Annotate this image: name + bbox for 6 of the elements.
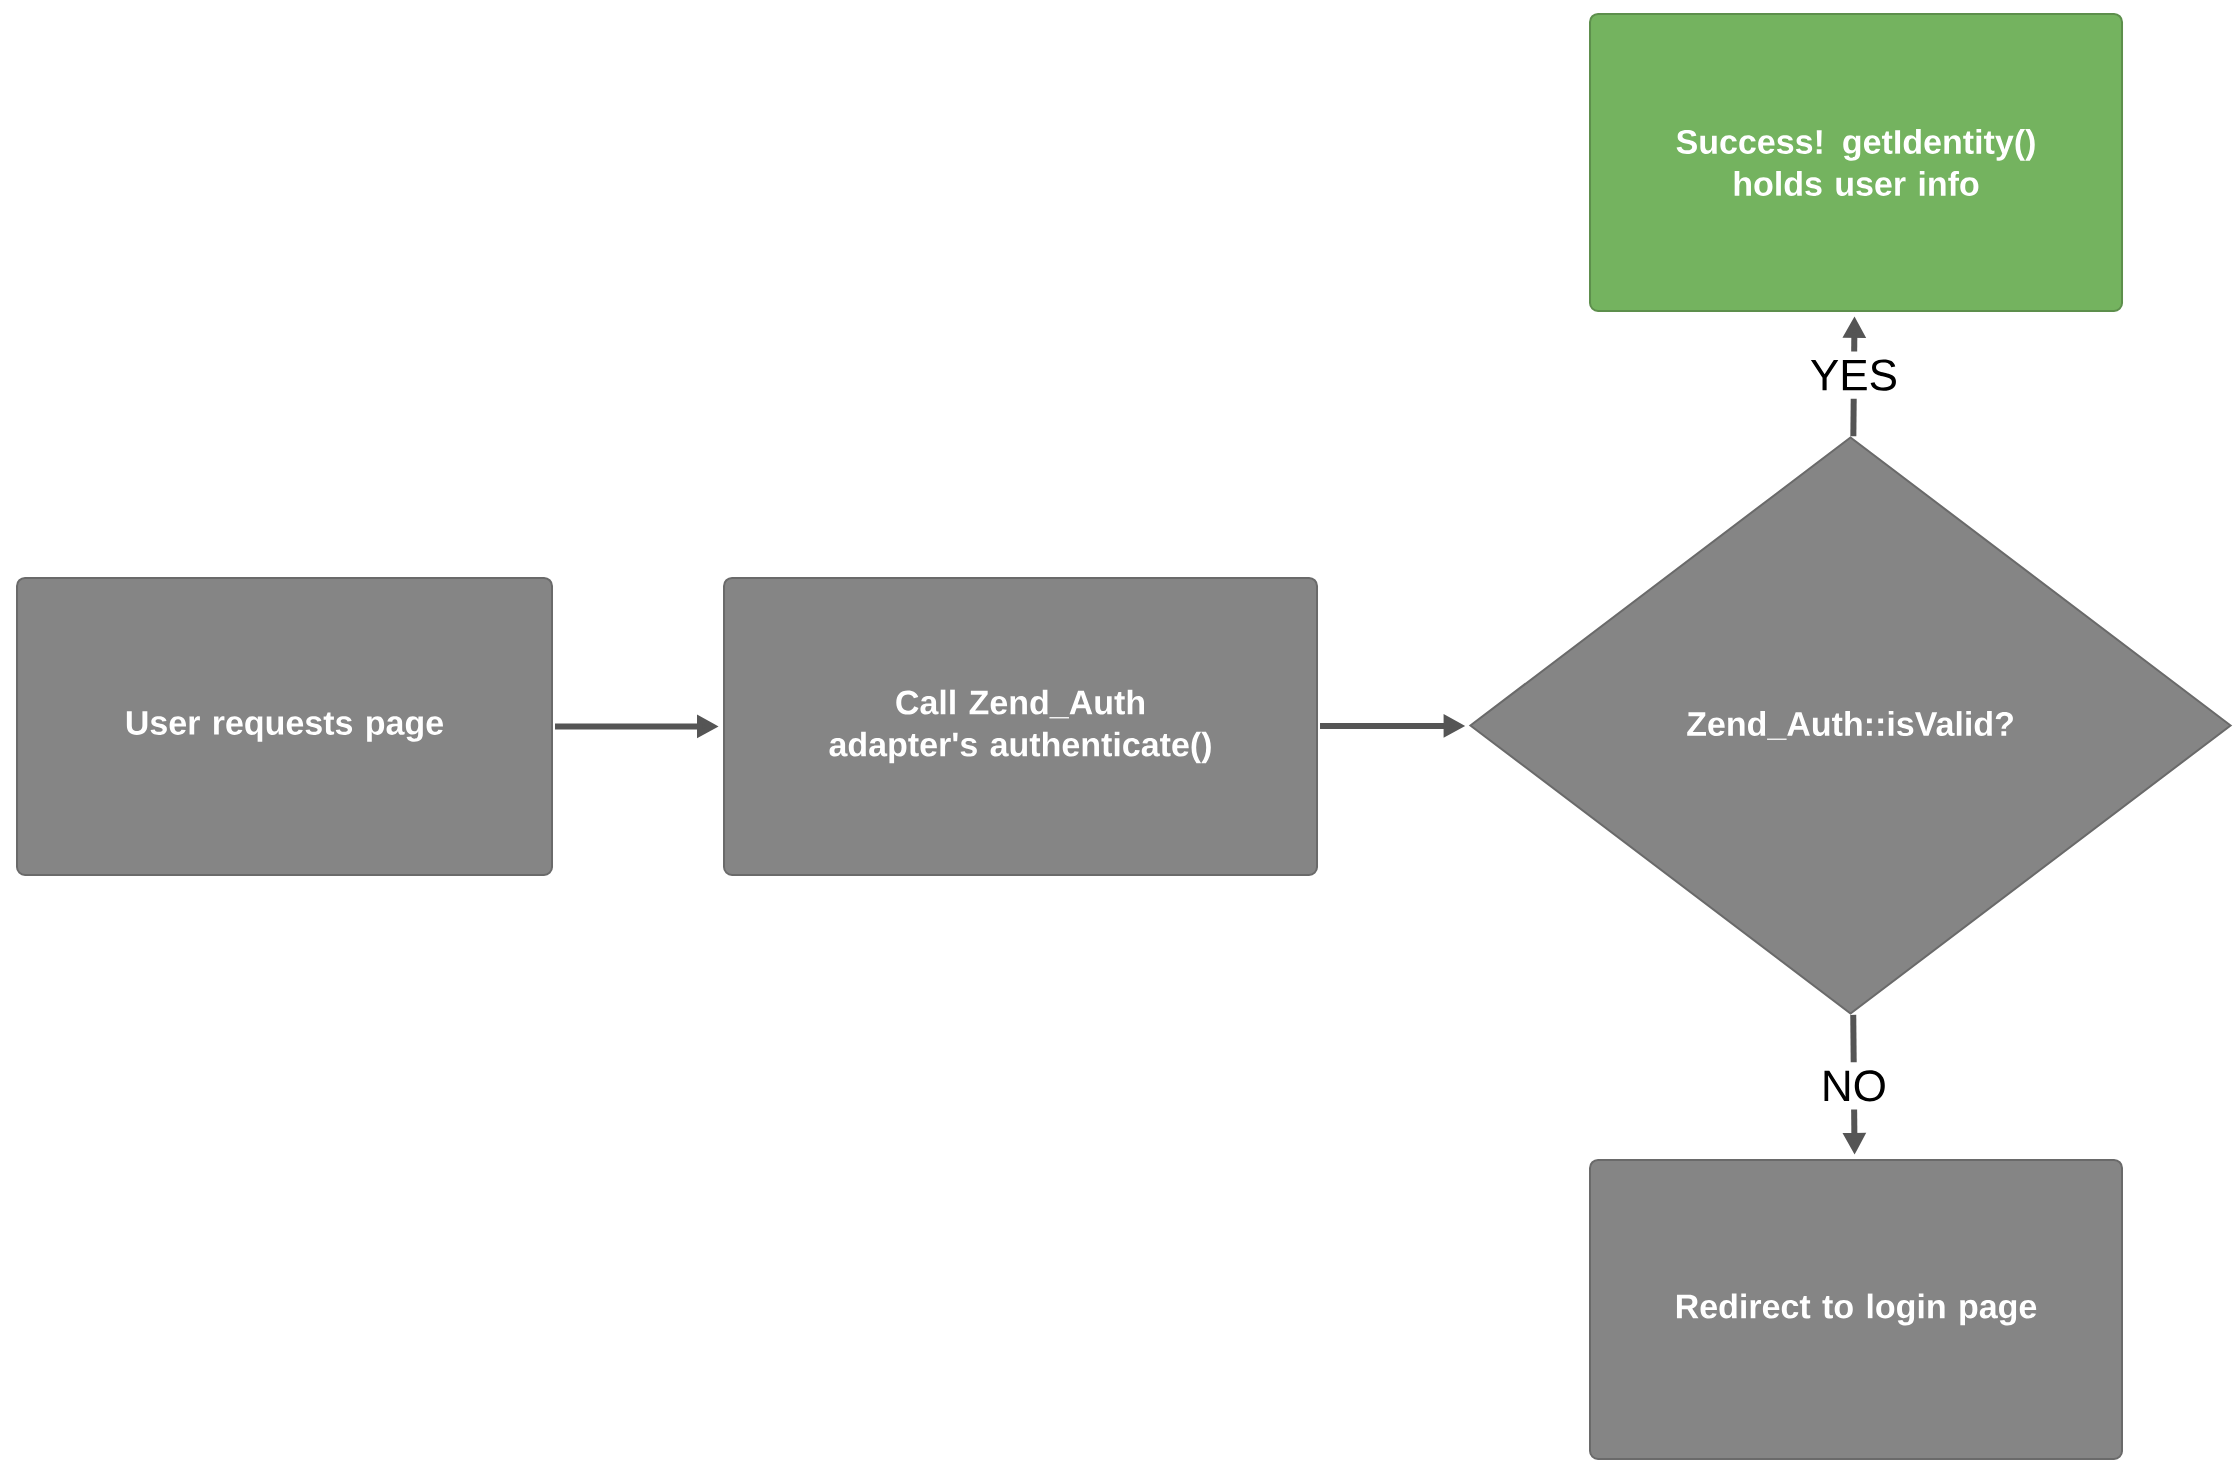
process-box: Success! getIdentity() holds user info — [1589, 12, 2123, 312]
edge-label: NO — [1812, 1062, 1895, 1110]
process-box: Redirect to login page — [1589, 1159, 2123, 1460]
edge-label: YES — [1801, 351, 1906, 399]
process-box: Call Zend_Auth adapter's authenticate() — [723, 577, 1318, 876]
process-box: User requests page — [16, 577, 553, 876]
